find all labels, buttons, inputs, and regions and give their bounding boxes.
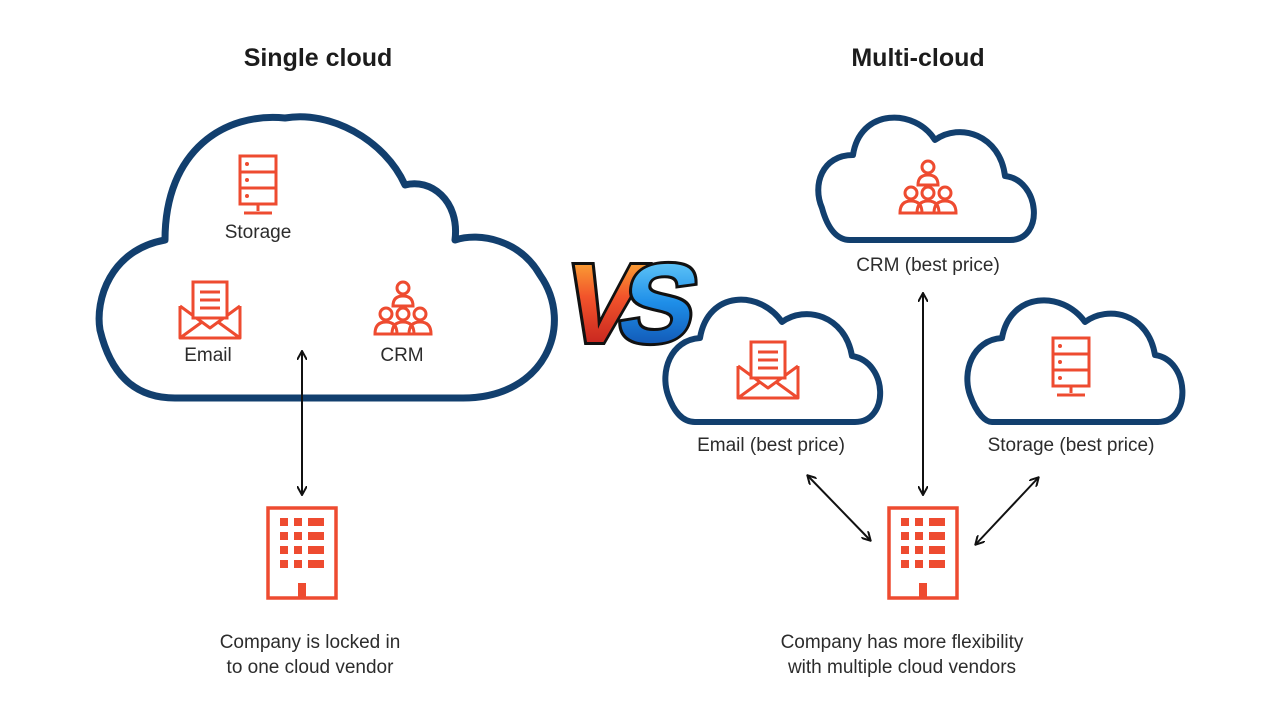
multi-storage-cloud-outline bbox=[964, 297, 1186, 425]
single-company-building-icon bbox=[266, 506, 338, 600]
single-storage-server-icon bbox=[238, 154, 278, 215]
single-caption-line-1: Company is locked in bbox=[219, 632, 401, 653]
single-email-label: Email bbox=[184, 345, 232, 366]
multi-cloud-title: Multi-cloud bbox=[851, 44, 985, 72]
single-crm-team-icon bbox=[373, 280, 433, 336]
single-crm-label: CRM bbox=[380, 345, 424, 366]
vs-letter-s: S bbox=[609, 240, 710, 366]
multi-company-building-icon bbox=[887, 506, 959, 600]
single-cloud-outline bbox=[95, 113, 558, 402]
multi-email-label: Email (best price) bbox=[697, 435, 845, 456]
single-caption-line-2: to one cloud vendor bbox=[226, 657, 394, 678]
multi-caption-line-1: Company has more flexibility bbox=[780, 632, 1024, 653]
multi-email-envelope-icon bbox=[736, 340, 800, 400]
multi-caption-line-2: with multiple cloud vendors bbox=[787, 657, 1017, 678]
single-email-envelope-icon bbox=[178, 280, 242, 340]
multi-storage-label: Storage (best price) bbox=[987, 435, 1155, 456]
multi-caption: Company has more flexibility with multip… bbox=[692, 630, 1112, 680]
single-caption: Company is locked in to one cloud vendor bbox=[100, 630, 520, 680]
multi-email-cloud-outline bbox=[662, 296, 884, 425]
multi-crm-label: CRM (best price) bbox=[856, 255, 1000, 276]
multi-crm-team-icon bbox=[898, 159, 958, 215]
single-storage-label: Storage bbox=[224, 222, 292, 243]
storage-link-arrow bbox=[976, 478, 1038, 544]
single-cloud-title: Single cloud bbox=[243, 44, 393, 72]
email-link-arrow bbox=[808, 476, 870, 540]
multi-crm-cloud-outline bbox=[815, 114, 1037, 243]
multi-storage-server-icon bbox=[1051, 336, 1091, 397]
vs-badge: V S bbox=[550, 237, 713, 369]
